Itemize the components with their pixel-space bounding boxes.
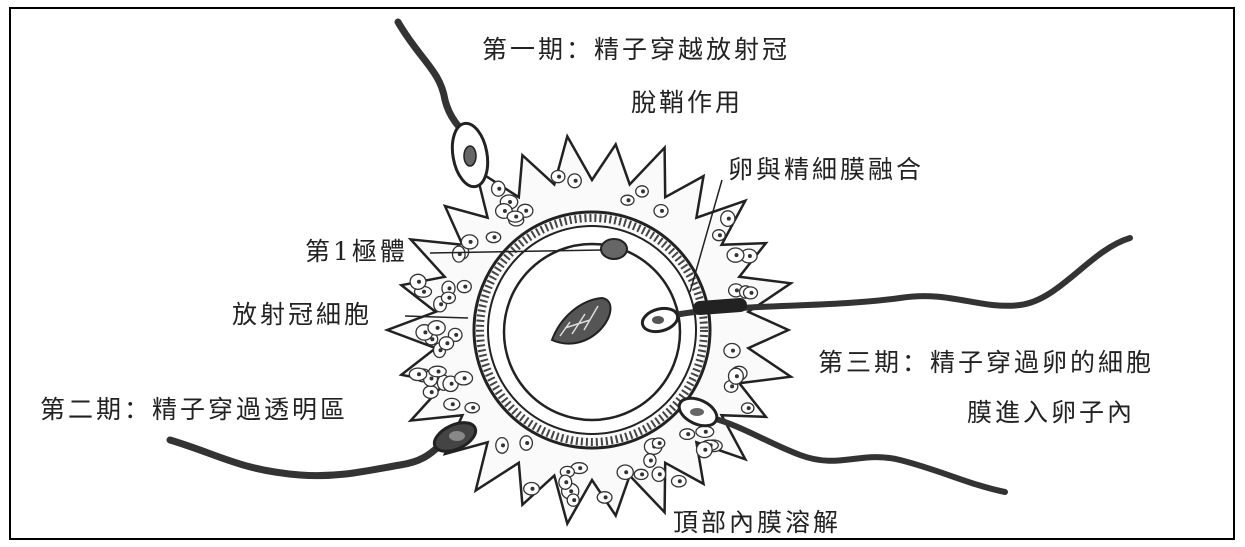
corona-cell-nucleus xyxy=(497,187,501,191)
corona-cell-nucleus xyxy=(660,209,664,213)
corona-cell-nucleus xyxy=(748,254,752,258)
corona-cell-nucleus xyxy=(735,253,739,257)
corona-cell-nucleus xyxy=(451,402,455,406)
corona-cell-nucleus xyxy=(450,382,454,386)
corona-cell-nucleus xyxy=(569,489,573,493)
corona-cell-nucleus xyxy=(564,480,568,484)
corona-cell-nucleus xyxy=(430,377,434,381)
corona-cell-nucleus xyxy=(731,349,735,353)
polar-body-label: 第1極體 xyxy=(305,239,408,264)
corona-cell-nucleus xyxy=(641,189,645,193)
corona-cell-nucleus xyxy=(718,233,722,237)
sperm-stage2 xyxy=(170,417,480,476)
corona-cells-label: 放射冠細胞 xyxy=(232,302,372,327)
corona-cell-nucleus xyxy=(747,406,751,410)
stage1-subtitle: 脫鞘作用 xyxy=(631,90,743,115)
corona-cell-nucleus xyxy=(430,390,434,394)
stage3-label-line2: 膜進入卵子內 xyxy=(967,400,1135,425)
corona-cell-nucleus xyxy=(423,330,427,334)
corona-cell-nucleus xyxy=(678,479,682,483)
corona-cell-nucleus xyxy=(447,296,451,300)
corona-cell-nucleus xyxy=(735,288,739,292)
corona-cell-nucleus xyxy=(649,459,653,463)
corona-cell-nucleus xyxy=(640,472,644,476)
corona-cell-nucleus xyxy=(578,466,582,470)
membrane-fusion-label: 卵與精細膜融合 xyxy=(728,157,924,182)
corona-cell-nucleus xyxy=(531,487,535,491)
corona-cell-nucleus xyxy=(436,326,440,330)
corona-cell-nucleus xyxy=(454,333,458,337)
corona-cell-nucleus xyxy=(463,376,467,380)
corona-cell-nucleus xyxy=(471,406,475,410)
corona-cell-nucleus xyxy=(624,470,628,474)
sperm-stage1 xyxy=(398,22,492,189)
corona-cell-nucleus xyxy=(658,472,662,476)
corona-cell-nucleus xyxy=(417,280,421,284)
corona-cell-nucleus xyxy=(469,240,473,244)
stage2-label: 第二期：精子穿過透明區 xyxy=(40,397,348,422)
corona-cell-nucleus xyxy=(524,209,528,213)
corona-cell-nucleus xyxy=(437,370,441,374)
corona-cell-nucleus xyxy=(439,302,443,306)
corona-cell-nucleus xyxy=(514,215,518,219)
corona-cell-nucleus xyxy=(604,495,608,499)
corona-cell-nucleus xyxy=(503,209,507,213)
corona-cell-nucleus xyxy=(727,217,731,221)
corona-cell-nucleus xyxy=(463,285,467,289)
corona-cell-nucleus xyxy=(448,286,452,290)
acrosome-label: 頂部內膜溶解 xyxy=(673,510,841,535)
corona-cell-nucleus xyxy=(730,384,734,388)
corona-cell-nucleus xyxy=(501,443,505,447)
corona-cell-nucleus xyxy=(525,441,529,445)
corona-cell-nucleus xyxy=(422,290,426,294)
corona-cell-nucleus xyxy=(750,291,754,295)
corona-cell-nucleus xyxy=(572,498,576,502)
corona-cell-nucleus xyxy=(417,372,421,376)
corona-cell-nucleus xyxy=(627,198,631,202)
corona-cell-nucleus xyxy=(735,374,739,378)
corona-cell-nucleus xyxy=(686,432,690,436)
corona-cell-nucleus xyxy=(493,235,497,239)
corona-cell-nucleus xyxy=(557,175,561,179)
corona-cell-nucleus xyxy=(574,179,578,183)
stage1-title: 第一期：精子穿越放射冠 xyxy=(482,37,790,62)
corona-cell-nucleus xyxy=(508,200,512,204)
corona-cell-nucleus xyxy=(703,448,707,452)
corona-cell-nucleus xyxy=(566,470,570,474)
corona-cell-nucleus xyxy=(704,430,708,434)
polar-body-shape xyxy=(601,239,627,259)
corona-cell-nucleus xyxy=(658,441,662,445)
corona-cell-nucleus xyxy=(445,341,449,345)
stage3-label-line1: 第三期：精子穿過卵的細胞 xyxy=(818,350,1154,375)
